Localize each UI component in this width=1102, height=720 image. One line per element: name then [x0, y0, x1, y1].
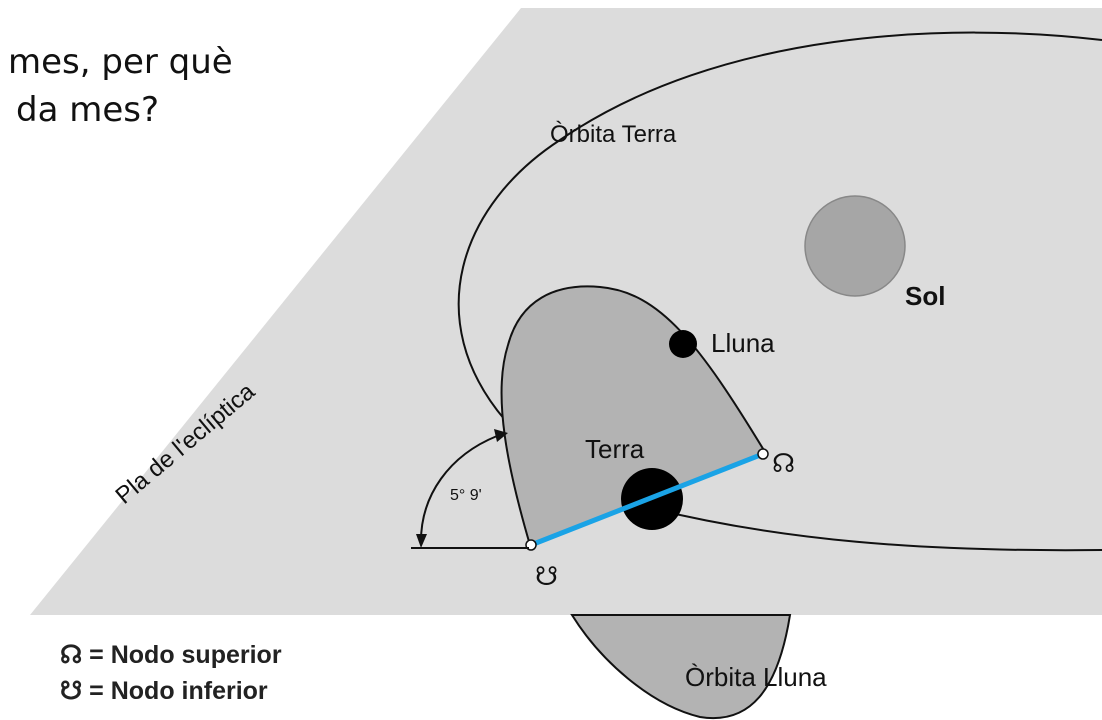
line-of-nodes	[530, 451, 764, 548]
earth-orbit-front	[649, 507, 1102, 552]
legend-descending-text: = Nodo inferior	[89, 677, 268, 705]
moon	[669, 330, 697, 358]
angle-arc	[419, 435, 498, 545]
descending-node-symbol: ☋	[535, 561, 558, 591]
angle-arrow-bottom	[416, 534, 427, 548]
ascending-node-marker	[757, 448, 769, 460]
descending-node-icon: ☋	[60, 677, 83, 705]
legend-descending-node: ☋ = Nodo inferior	[60, 676, 268, 706]
moon-label: Lluna	[711, 328, 775, 358]
question-line-2: da mes?	[16, 90, 160, 130]
ascending-node-symbol: ☊	[772, 448, 795, 478]
ascending-node-icon: ☊	[60, 641, 83, 669]
legend-ascending-node: ☊ = Nodo superior	[60, 640, 282, 670]
earth-orbit-back	[457, 31, 1102, 421]
moon-orbit-upper	[500, 285, 767, 547]
angle-label: 5° 9'	[450, 487, 482, 504]
moon-orbit-lower	[570, 614, 792, 720]
question-line-1: mes, per què	[8, 42, 233, 82]
question-text: mes, per què da mes?	[8, 38, 233, 134]
earth-orbit-label: Òrbita Terra	[550, 121, 677, 148]
sun	[804, 195, 906, 297]
moon-orbit-label: Òrbita Lluna	[685, 662, 827, 692]
earth-label: Terra	[585, 434, 645, 464]
sun-label: Sol	[905, 281, 945, 311]
legend-ascending-text: = Nodo superior	[89, 641, 282, 669]
angle-arrow-top	[494, 429, 508, 442]
